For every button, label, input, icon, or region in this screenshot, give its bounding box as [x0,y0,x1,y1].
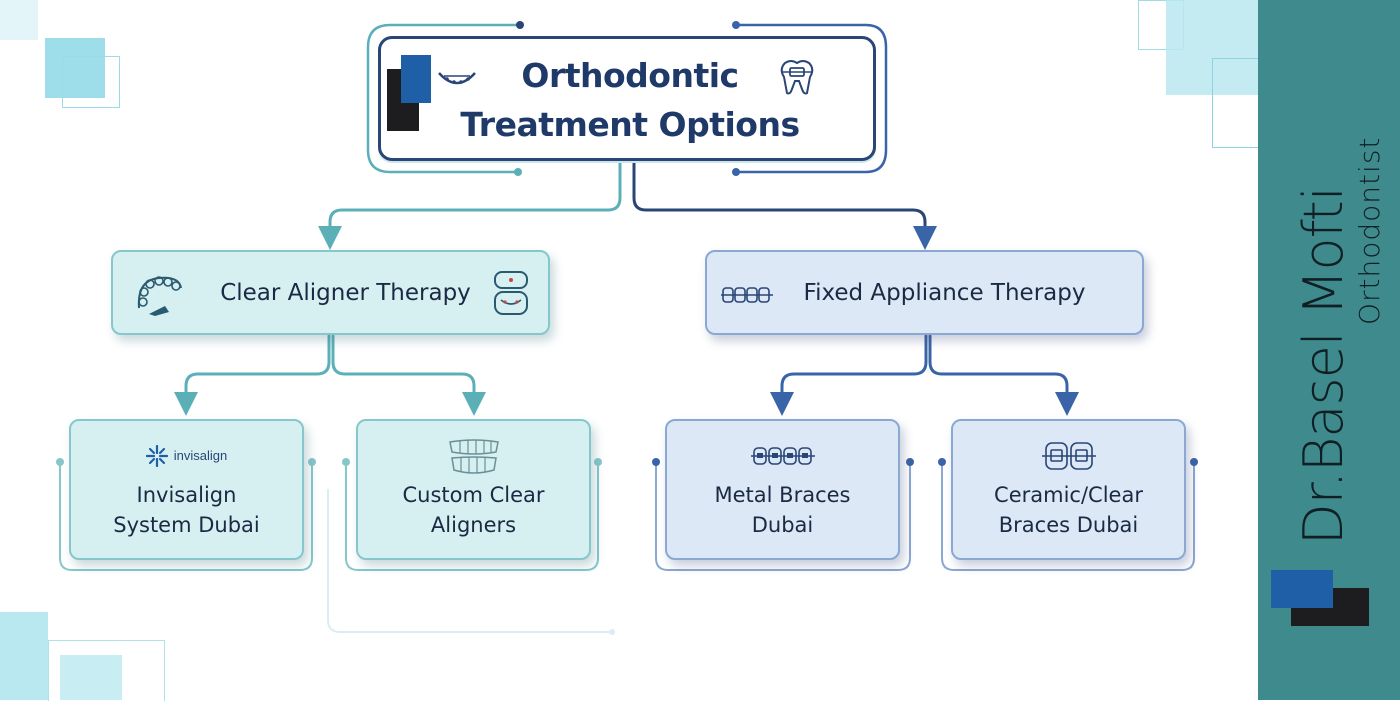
branch-label: Clear Aligner Therapy [220,279,471,306]
title-box: Orthodontic Treatment Options [378,36,876,161]
braces-icon [750,446,815,465]
starburst-icon [145,444,168,467]
doctor-name: Dr.Basel Mofti [1292,187,1355,545]
leaf-line: Aligners [430,512,517,537]
leaf-custom-aligners: Custom Clear Aligners [356,419,591,560]
branch-clear-aligner: Clear Aligner Therapy [111,250,550,335]
invisalign-logo: invisalign [145,440,228,472]
connector-aligner-right [331,334,486,416]
brand-text: invisalign [173,448,228,463]
leaf-frame-line [345,461,599,571]
leaf-line: Ceramic/Clear [994,482,1143,507]
aligner-tray-icon [137,276,182,316]
teeth-arch-icon [448,438,499,474]
connector-title-left [318,160,622,250]
doctor-role: Orthodontist [1353,136,1386,325]
decor-square [0,612,48,700]
brand-logo-blocks [1271,570,1371,630]
title-line-1: Orthodontic [521,56,739,95]
ceramic-braces-icon [1041,440,1096,472]
connector-dots [56,21,1198,635]
leaf-line: Custom Clear [402,482,545,507]
decor-line [327,489,613,633]
title-line-2: Treatment Options [460,105,800,144]
logo-blocks [387,55,431,135]
branch-label: Fixed Appliance Therapy [803,279,1086,306]
connector-aligner-left [174,334,331,416]
connector-title-right [632,160,937,250]
decor-square [60,655,122,700]
leaf-frame-line [299,461,313,571]
leaf-line: System Dubai [113,512,260,537]
tooth-braces-icon [780,60,814,95]
decor-square [0,0,38,40]
branch-fixed-appliance: Fixed Appliance Therapy [705,250,1144,335]
leaf-invisalign: invisalign Invisalign System Dubai [69,419,304,560]
leaf-frame-line [941,461,1195,571]
braces-icon [721,287,773,303]
ceramic-bracket-icon [1041,441,1096,470]
leaf-metal-braces: Metal Braces Dubai [665,419,900,560]
decor-square [45,38,105,98]
title-frame-line [366,23,522,174]
aligner-arch-icon [446,438,502,474]
leaf-ceramic-braces: Ceramic/Clear Braces Dubai [951,419,1186,560]
leaf-frame-line [59,461,301,571]
connector-lines [56,21,1198,635]
title-frame-line [734,23,888,174]
decor-square-outline [48,640,165,701]
smile-icon [438,72,476,85]
leaf-line: Invisalign [136,482,237,507]
leaf-line: Metal Braces [714,482,851,507]
connector-fixed-right [928,334,1079,416]
aligner-case-icon [494,271,528,315]
leaf-line: Dubai [751,512,814,537]
leaf-frame-line [655,461,911,571]
brand-sidebar: Dr.Basel Mofti Orthodontist [1258,0,1400,700]
metal-braces-icon [750,440,815,472]
decor-square-outline [62,56,120,108]
connector-fixed-left [770,334,928,416]
leaf-line: Braces Dubai [998,512,1139,537]
